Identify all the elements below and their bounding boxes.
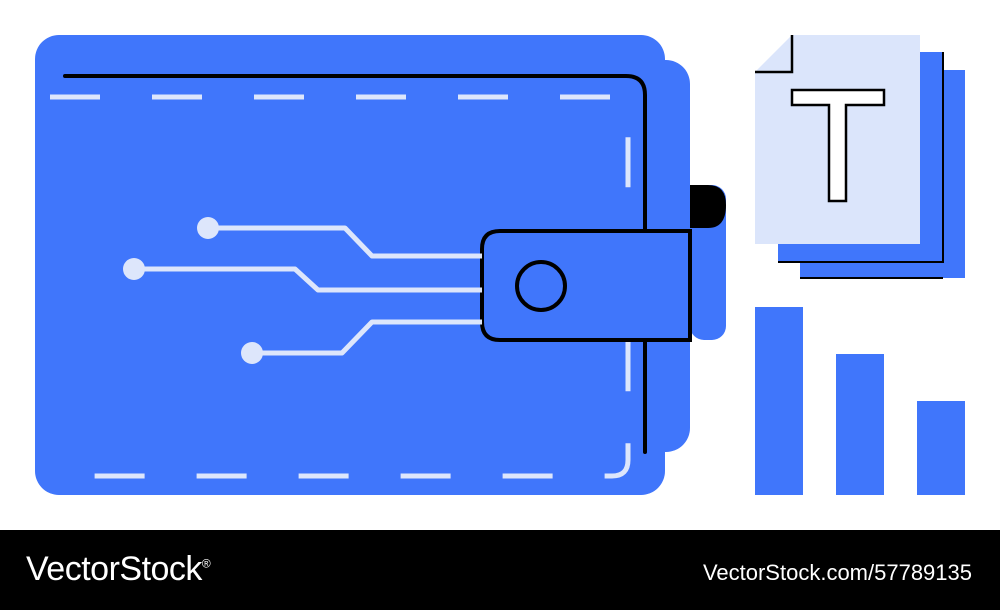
brand-logo: VectorStock® (26, 550, 211, 589)
wallet-strap (480, 229, 692, 342)
digital-wallet-icon (35, 35, 726, 495)
image-id: VectorStock.com/57789135 (702, 560, 972, 585)
bar-chart-icon (755, 307, 965, 495)
illustration-artwork (35, 35, 965, 495)
chart-bar (836, 354, 884, 495)
circuit-node-top (197, 217, 219, 239)
wallet-body (35, 35, 665, 495)
circuit-lines (134, 225, 482, 356)
chart-bar (755, 307, 803, 495)
wallet-snap-button (515, 260, 567, 312)
circuit-line-top (208, 225, 482, 259)
circuit-line-bottom (252, 319, 482, 356)
chart-bar (917, 401, 965, 495)
text-document-icon (755, 35, 965, 279)
document-folded-corner (755, 35, 794, 74)
document-letter-t-shape (790, 88, 886, 203)
circuit-line-middle (134, 266, 482, 293)
brand-name: VectorStock (26, 550, 202, 588)
wallet-edge-outline (63, 74, 647, 232)
watermark-footer: VectorStock® VectorStock.com/57789135 (0, 530, 1000, 610)
registered-mark: ® (201, 556, 211, 571)
circuit-node-bottom (241, 342, 263, 364)
wallet-clasp-tip (690, 185, 726, 228)
circuit-node-middle (123, 258, 145, 280)
document-page-middle-outline (778, 52, 944, 263)
